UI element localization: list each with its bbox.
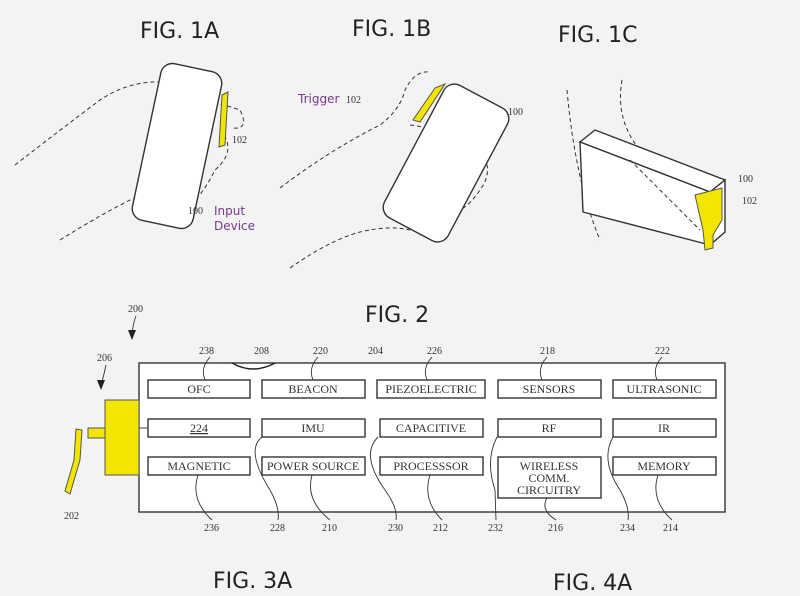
ref-100: 100 xyxy=(188,206,203,217)
block-piezoelectric: PIEZOELECTRIC xyxy=(385,382,476,396)
ref-102: 102 xyxy=(742,196,757,207)
block-ir: IR xyxy=(658,421,670,435)
fig-2-title: FIG. 2 xyxy=(365,303,429,328)
ref-236: 236 xyxy=(204,523,219,534)
ref-102: 102 xyxy=(346,95,361,106)
ref-100: 100 xyxy=(508,107,523,118)
block-sensors: SENSORS xyxy=(523,382,576,396)
ref-210: 210 xyxy=(322,523,337,534)
fig-1a-title: FIG. 1A xyxy=(140,19,219,44)
block-power-source: POWER SOURCE xyxy=(267,459,359,473)
ref-222: 222 xyxy=(655,346,670,357)
block-beacon: BEACON xyxy=(288,382,338,396)
ref-212: 212 xyxy=(433,523,448,534)
trigger xyxy=(694,187,723,251)
block-wireless-line1: WIRELESS xyxy=(520,459,579,473)
input-device-body xyxy=(382,83,510,243)
input-device-label-2: Device xyxy=(214,219,255,233)
fig-2-block-diagram: 200 206 202 238 208 220 204 226 218 222 … xyxy=(64,304,726,534)
trigger xyxy=(64,428,83,495)
trigger xyxy=(218,91,229,148)
ref-214: 214 xyxy=(663,523,678,534)
fig-1c-drawing: 100 102 xyxy=(566,79,757,251)
input-device-body xyxy=(131,62,223,230)
ref-218: 218 xyxy=(540,346,555,357)
fig-1b-drawing: Trigger 102 100 xyxy=(279,71,523,269)
block-processor: PROCESSSOR xyxy=(393,459,468,473)
block-capacitive: CAPACITIVE xyxy=(396,421,466,435)
block-memory: MEMORY xyxy=(637,459,691,473)
ref-202: 202 xyxy=(64,511,79,522)
fig-4a-title: FIG. 4A xyxy=(553,571,632,596)
block-wireless-line2: COMM. xyxy=(528,471,569,485)
ref-228: 228 xyxy=(270,523,285,534)
ref-220: 220 xyxy=(313,346,328,357)
trigger-mount xyxy=(104,399,140,476)
block-wireless-line3: CIRCUITRY xyxy=(517,483,581,497)
fig-1a-drawing: 102 100 Input Device xyxy=(14,62,255,241)
fig-3a-title: FIG. 3A xyxy=(213,569,292,594)
block-224: 224 xyxy=(190,421,208,435)
input-device-label: Input xyxy=(214,204,245,218)
block-ultrasonic: ULTRASONIC xyxy=(627,382,702,396)
ref-238: 238 xyxy=(199,346,214,357)
ref-230: 230 xyxy=(388,523,403,534)
ref-204: 204 xyxy=(368,346,383,357)
trigger-label: Trigger xyxy=(297,92,339,106)
block-magnetic: MAGNETIC xyxy=(167,459,230,473)
block-ofc: OFC xyxy=(187,382,210,396)
ref-226: 226 xyxy=(427,346,442,357)
ref-102: 102 xyxy=(232,135,247,146)
ref-208: 208 xyxy=(254,346,269,357)
ref-200: 200 xyxy=(128,304,143,315)
block-rf: RF xyxy=(542,421,557,435)
ref-100: 100 xyxy=(738,174,753,185)
ref-206: 206 xyxy=(97,353,112,364)
ref-216: 216 xyxy=(548,523,563,534)
ref-234: 234 xyxy=(620,523,635,534)
ref-232: 232 xyxy=(488,523,503,534)
fig-1c-title: FIG. 1C xyxy=(558,23,638,48)
trigger xyxy=(412,82,447,123)
block-imu: IMU xyxy=(301,421,325,435)
fig-1b-title: FIG. 1B xyxy=(352,17,431,42)
